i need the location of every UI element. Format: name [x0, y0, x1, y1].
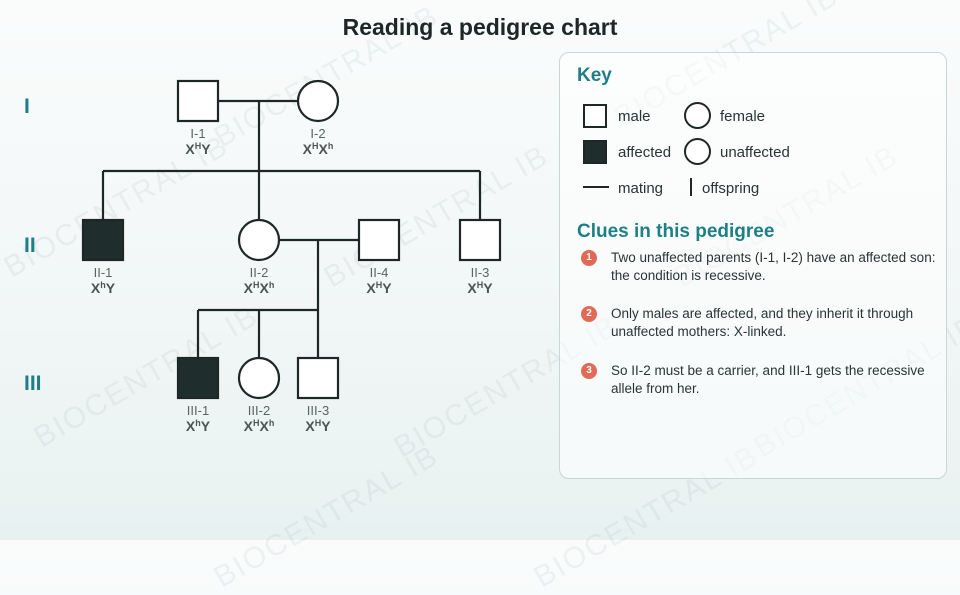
individual-i-2-circle	[296, 79, 340, 123]
key-unaffected-label: unaffected	[720, 144, 790, 161]
page-title: Reading a pedigree chart	[342, 14, 618, 40]
generation-label-i: I	[24, 95, 30, 118]
key-mating-line	[583, 186, 609, 188]
clue-number-badge: 1	[581, 250, 597, 266]
key-female-label: female	[720, 108, 766, 125]
pedigree-diagram	[81, 79, 502, 400]
info-panel: Key male female affected unaffected mati…	[559, 52, 947, 479]
individual-id-ii-4: II-4	[369, 265, 389, 280]
individual-iii-3-square	[296, 356, 340, 400]
clue-text: Two unaffected parents (I-1, I-2) have a…	[611, 250, 936, 283]
key-female-circle	[684, 102, 711, 129]
key-unaffected-circle	[684, 138, 711, 165]
genotype-iii-3: XHY	[305, 418, 331, 434]
generation-label-iii: III	[24, 372, 42, 395]
genotype-ii-2: XHXh	[243, 280, 275, 296]
individual-id-iii-1: III-1	[186, 403, 210, 418]
key-heading: Key	[577, 65, 612, 86]
clue-text: Only males are affected, and they inheri…	[611, 306, 914, 339]
key-offspring-line	[690, 178, 692, 196]
individual-id-ii-1: II-1	[93, 265, 113, 280]
individual-ii-1-square	[81, 218, 125, 262]
genotype-iii-1: XhY	[185, 418, 211, 434]
clue-number-badge: 2	[581, 306, 597, 322]
key-mating-label: mating	[618, 180, 664, 197]
generation-label-ii: II	[24, 234, 36, 257]
individual-id-i-1: I-1	[190, 126, 206, 141]
genotype-ii-1: XhY	[90, 280, 116, 296]
individual-iii-1-square	[176, 356, 220, 400]
genotype-iii-2: XHXh	[243, 418, 275, 434]
individual-id-iii-3: III-3	[306, 403, 330, 418]
key-offspring-label: offspring	[702, 180, 760, 197]
key-male-square	[583, 104, 607, 128]
individual-i-1-square	[176, 79, 220, 123]
individual-id-iii-2: III-2	[247, 403, 271, 418]
individual-iii-2-circle	[237, 356, 281, 400]
individual-ii-4-square	[357, 218, 401, 262]
individual-id-ii-3: II-3	[470, 265, 490, 280]
individual-ii-3-square	[458, 218, 502, 262]
genotype-i-1: XHY	[185, 141, 211, 157]
genotype-ii-4: XHY	[366, 280, 392, 296]
individual-id-i-2: I-2	[310, 126, 326, 141]
clues-heading: Clues in this pedigree	[577, 221, 775, 242]
clue-text: So II-2 must be a carrier, and III-1 get…	[611, 363, 925, 396]
genotype-ii-3: XHY	[467, 280, 493, 296]
individual-ii-2-circle	[237, 218, 281, 262]
key-affected-label: affected	[618, 144, 672, 161]
individual-id-ii-2: II-2	[249, 265, 269, 280]
clue-number-badge: 3	[581, 363, 597, 379]
key-male-label: male	[618, 108, 651, 125]
key-affected-square	[583, 140, 607, 164]
genotype-i-2: XHXh	[302, 141, 334, 157]
